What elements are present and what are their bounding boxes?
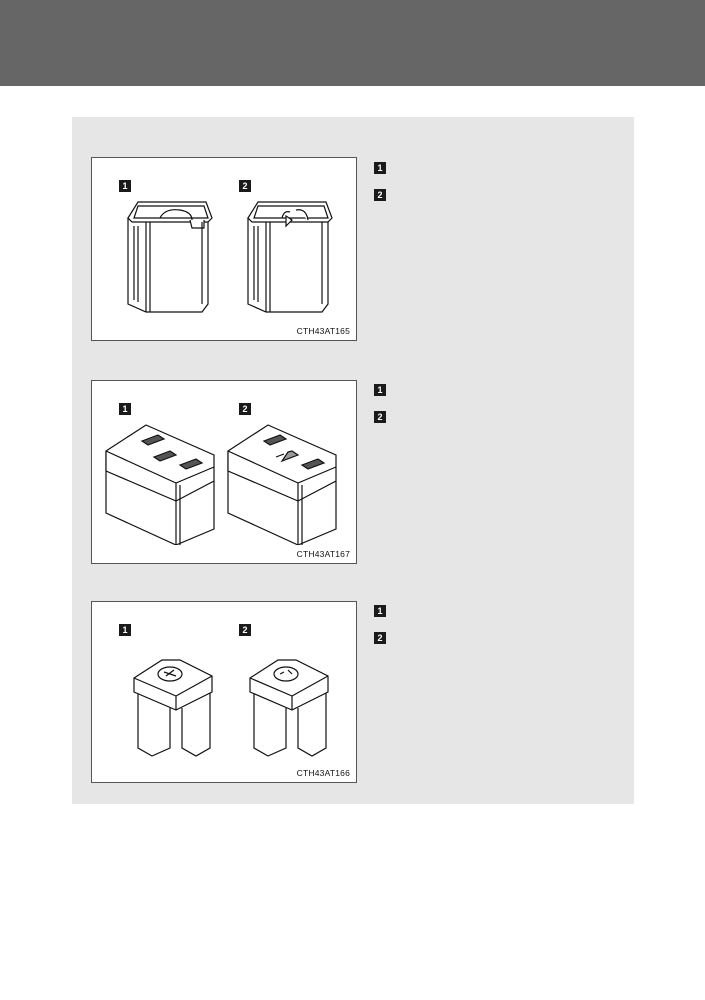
legend-marker-1: 1	[374, 162, 386, 174]
legend-marker-1: 1	[374, 605, 386, 617]
figure-fuse-type-b: 1 2	[91, 380, 357, 564]
figure-marker-2: 2	[239, 403, 251, 415]
figure-code: CTH43AT167	[296, 549, 350, 559]
figure-fuse-type-a: 1 2	[91, 157, 357, 341]
figure-code: CTH43AT166	[296, 768, 350, 778]
legend-marker-2: 2	[374, 189, 386, 201]
legend-marker-2: 2	[374, 632, 386, 644]
legend-marker-1: 1	[374, 384, 386, 396]
figure-code: CTH43AT165	[296, 326, 350, 336]
figure-marker-1: 1	[119, 180, 131, 192]
fuse-normal-illustration	[133, 659, 213, 757]
content-panel: 1 2	[72, 117, 634, 804]
fuse-blown-illustration	[247, 201, 333, 313]
fuse-blown-illustration	[227, 424, 337, 545]
figure-marker-2: 2	[239, 180, 251, 192]
figure-fuse-type-c: 1 2 CTH43AT166	[91, 601, 357, 783]
header-band	[0, 0, 705, 86]
figure-marker-2: 2	[239, 624, 251, 636]
fuse-normal-illustration	[105, 424, 215, 545]
fuse-blown-illustration	[249, 659, 329, 757]
figure-marker-1: 1	[119, 624, 131, 636]
fuse-normal-illustration	[127, 201, 213, 313]
figure-marker-1: 1	[119, 403, 131, 415]
legend-marker-2: 2	[374, 411, 386, 423]
